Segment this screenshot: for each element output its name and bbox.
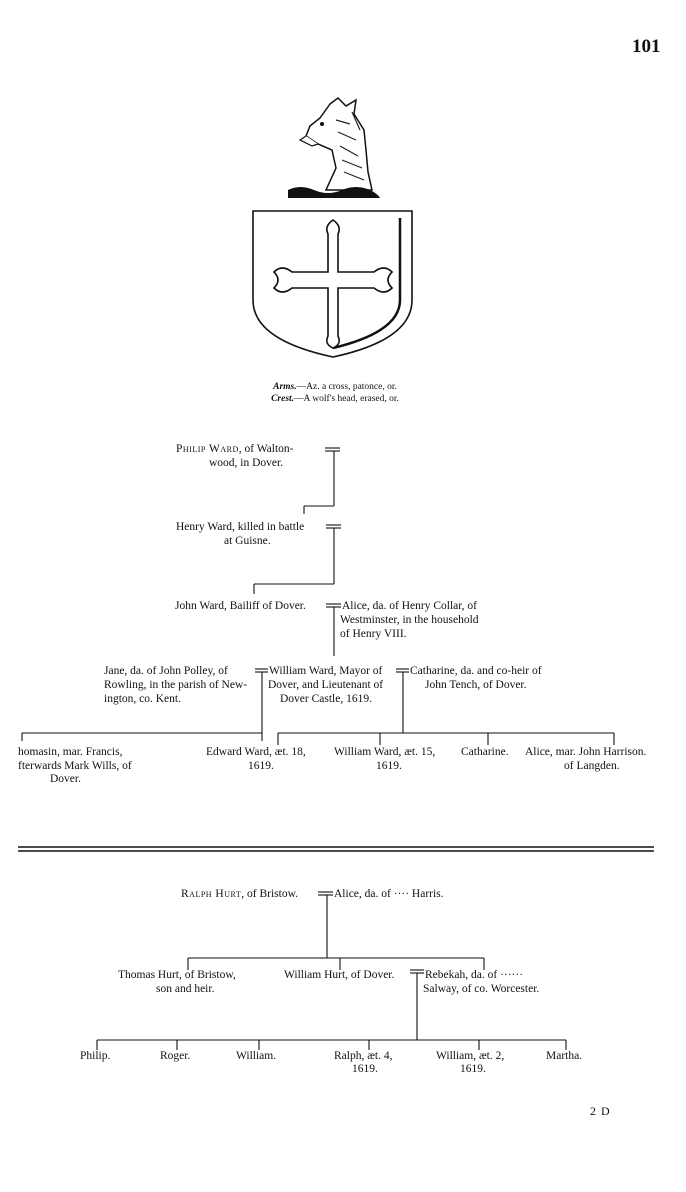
person-alice-collar-line3: of Henry VIII. — [340, 628, 407, 640]
person-william-hurt: William Hurt, of Dover. — [284, 969, 395, 981]
person-thomasin-line3: Dover. — [50, 773, 81, 785]
child-william-hurt-line2: 1619. — [460, 1063, 486, 1075]
person-catharine-tench: Catharine, da. and co-heir of — [410, 665, 542, 677]
person-john-ward: John Ward, Bailiff of Dover. — [175, 600, 306, 612]
wolf-head-crest-icon — [288, 97, 380, 198]
person-philip-ward-line2: wood, in Dover. — [209, 457, 284, 469]
arms-line: Arms.—Az. a cross, patonce, or. — [273, 382, 397, 392]
person-william-ward-jr: William Ward, æt. 15, — [334, 746, 436, 758]
person-philip-ward: Philip Ward, of Walton- — [176, 443, 294, 455]
shield-cross-patonce-icon — [252, 210, 413, 358]
person-william-ward-line2: Dover, and Lieutenant of — [268, 679, 384, 691]
person-jane-polley-line3: ington, co. Kent. — [104, 693, 181, 705]
child-philip-hurt: Philip. — [80, 1050, 111, 1062]
child-martha-hurt: Martha. — [546, 1050, 583, 1062]
person-thomasin-line2: fterwards Mark Wills, of — [18, 760, 132, 772]
person-henry-ward: Henry Ward, killed in battle — [176, 521, 305, 533]
person-jane-polley-line2: Rowling, in the parish of New- — [104, 679, 248, 691]
person-alice-harrison-line2: of Langden. — [564, 760, 620, 772]
child-ralph-hurt: Ralph, æt. 4, — [334, 1050, 393, 1062]
crest-line: Crest.—A wolf's head, erased, or. — [271, 394, 399, 404]
person-william-ward-line3: Dover Castle, 1619. — [280, 693, 372, 705]
person-alice-harris: Alice, da. of ···· Harris. — [334, 888, 444, 900]
person-ralph-hurt: Ralph Hurt, of Bristow. — [181, 888, 299, 900]
person-alice-collar: Alice, da. of Henry Collar, of — [342, 600, 477, 612]
person-catharine-ward: Catharine. — [461, 746, 509, 758]
child-william-hurt: William, æt. 2, — [436, 1050, 505, 1062]
person-rebekah-salway-line2: Salway, of co. Worcester. — [423, 983, 540, 995]
person-thomas-hurt-line2: son and heir. — [156, 983, 215, 995]
person-catharine-tench-line2: John Tench, of Dover. — [425, 679, 527, 691]
child-william-hurt-elder: William. — [236, 1050, 277, 1062]
person-william-ward-jr-line2: 1619. — [376, 760, 402, 772]
signature-mark: 2 D — [590, 1104, 611, 1118]
page-number: 101 — [632, 36, 661, 57]
person-alice-harrison: Alice, mar. John Harrison. — [525, 746, 647, 758]
person-thomas-hurt: Thomas Hurt, of Bristow, — [118, 969, 236, 981]
person-edward-ward: Edward Ward, æt. 18, — [206, 746, 306, 758]
person-jane-polley: Jane, da. of John Polley, of — [104, 665, 228, 677]
child-ralph-hurt-line2: 1619. — [352, 1063, 378, 1075]
person-edward-ward-line2: 1619. — [248, 760, 274, 772]
person-rebekah-salway: Rebekah, da. of ······ — [425, 969, 524, 981]
person-thomasin: homasin, mar. Francis, — [18, 746, 123, 758]
person-alice-collar-line2: Westminster, in the household — [340, 614, 479, 626]
arms-caption: Arms.—Az. a cross, patonce, or. Crest.—A… — [240, 381, 430, 405]
person-henry-ward-line2: at Guisne. — [224, 535, 271, 547]
child-roger-hurt: Roger. — [160, 1050, 191, 1062]
person-william-ward: William Ward, Mayor of — [269, 665, 383, 677]
